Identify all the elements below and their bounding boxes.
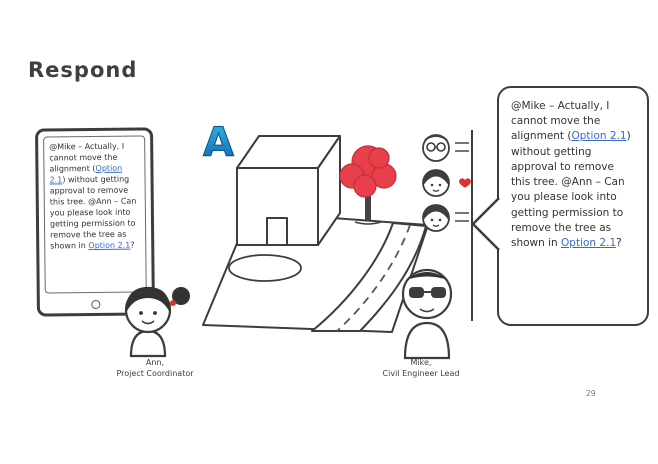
building-cube xyxy=(236,135,341,246)
tree-icon xyxy=(339,145,397,225)
mike-name: Mike, xyxy=(410,358,432,367)
road xyxy=(311,222,427,332)
page-number: 29 xyxy=(586,389,596,398)
slide-title: Respond xyxy=(28,58,138,82)
ann-smile xyxy=(141,320,155,325)
glasses-right xyxy=(431,287,446,298)
message-part: ? xyxy=(616,236,622,249)
autocad-logo: A xyxy=(203,120,234,166)
ann-label: Ann, Project Coordinator xyxy=(95,357,215,379)
mike-figure xyxy=(401,268,453,360)
ann-figure xyxy=(124,286,190,358)
speech-bubble: @Mike – Actually, I cannot move the alig… xyxy=(497,86,649,326)
message-part: ) without getting approval to remove thi… xyxy=(511,130,631,249)
heart-icon[interactable] xyxy=(459,178,471,188)
mike-hair xyxy=(406,272,448,280)
mike-body xyxy=(403,321,451,360)
avatar-1[interactable] xyxy=(422,134,450,162)
message-part: ? xyxy=(130,240,135,250)
hair-tie xyxy=(170,300,176,306)
option-2-1-link[interactable]: Option 2.1 xyxy=(571,130,627,143)
speech-bubble-tail xyxy=(471,197,500,251)
building-door xyxy=(266,217,288,246)
glasses-left xyxy=(409,287,424,298)
mike-head xyxy=(401,268,453,320)
ann-hair xyxy=(125,287,171,313)
site-scene: A xyxy=(202,120,429,333)
mike-label: Mike, Civil Engineer Lead xyxy=(355,357,487,379)
road-centerline xyxy=(336,224,411,332)
mike-smile xyxy=(419,308,435,313)
tree-trunk xyxy=(365,196,371,220)
tablet-message: @Mike – Actually, I cannot move the alig… xyxy=(49,141,140,252)
mike-role: Civil Engineer Lead xyxy=(382,369,460,379)
avatar-3[interactable] xyxy=(422,204,450,232)
ann-body xyxy=(129,329,167,358)
message-part: @Mike – Actually, I cannot move the alig… xyxy=(511,100,610,143)
ann-role: Project Coordinator xyxy=(116,369,194,379)
tree-shadow xyxy=(354,221,382,225)
message-part: ) without getting approval to remove thi… xyxy=(49,174,137,251)
speech-bubble-message: @Mike – Actually, I cannot move the alig… xyxy=(511,99,635,251)
comment-feed xyxy=(422,130,473,321)
option-2-1-link[interactable]: Option 2.1 xyxy=(561,236,617,249)
option-2-1-link[interactable]: Option 2.1 xyxy=(88,240,131,251)
tablet-home-button[interactable] xyxy=(91,299,101,310)
pond-ellipse xyxy=(228,254,302,282)
ann-name: Ann, xyxy=(145,358,165,367)
hair-bun xyxy=(172,287,190,305)
avatar-2[interactable] xyxy=(422,169,450,197)
